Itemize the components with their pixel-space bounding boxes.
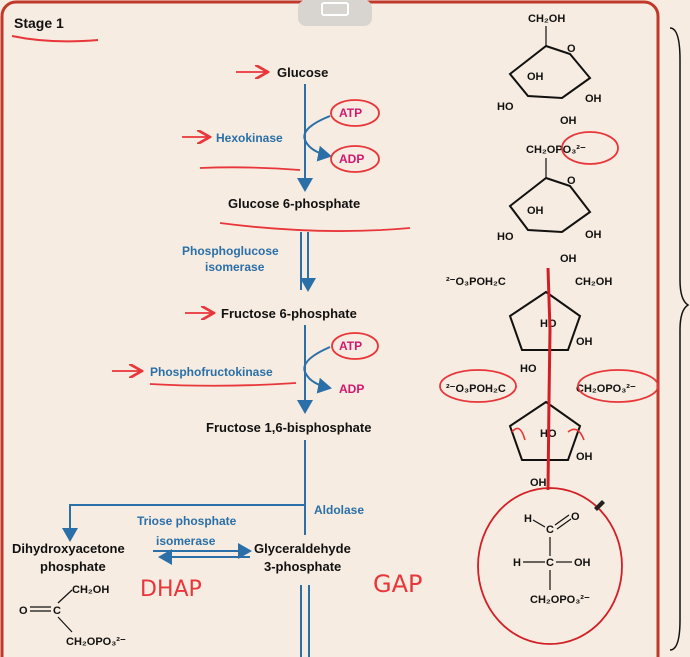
pen-cursor-icon <box>594 500 605 511</box>
g6p-oh-2: OH <box>585 229 602 241</box>
circle-atp-1 <box>330 99 380 127</box>
enzyme-tpi-2: isomerase <box>156 534 216 548</box>
label-fructose-6p: Fructose 6-phosphate <box>221 306 357 321</box>
dhap-bond-down <box>57 616 73 633</box>
g6p-oh-1: OH <box>527 205 544 217</box>
enzyme-aldolase: Aldolase <box>314 503 364 517</box>
label-dhap-2: phosphate <box>40 559 106 574</box>
enzyme-pfk: Phosphofructokinase <box>150 365 273 379</box>
circle-atp-2 <box>331 332 379 360</box>
circle-gap-structure <box>477 487 623 645</box>
cofactor-atp-1: ATP <box>339 106 362 120</box>
enzyme-pgi-2: isomerase <box>205 260 265 274</box>
gap-h-2: H <box>513 557 521 569</box>
f16bp-o3poh2c: ²⁻O₃POH₂C <box>446 383 506 395</box>
label-gap-1: Glyceraldehyde <box>254 541 351 556</box>
stage-label: Stage 1 <box>14 15 64 31</box>
circle-f16bp-right <box>577 369 659 403</box>
g6p-ho: HO <box>497 231 514 243</box>
f6p-ring <box>508 290 582 351</box>
underline-g6p <box>219 222 411 232</box>
gap-h: H <box>524 513 532 525</box>
enzyme-pgi-1: Phosphoglucose <box>182 244 279 258</box>
cofactor-adp-1: ADP <box>339 152 364 166</box>
g6p-ring-o: O <box>567 175 576 187</box>
cofactor-adp-2: ADP <box>339 382 364 396</box>
glc-oh-2: OH <box>585 93 602 105</box>
f6p-ch2oh: CH₂OH <box>575 276 612 288</box>
circle-g6p-phosphate <box>561 131 619 165</box>
g6p-ch2opo3: CH₂OPO₃²⁻ <box>526 144 586 156</box>
label-glucose: Glucose <box>277 65 328 80</box>
gap-c-2: C <box>546 557 554 569</box>
glucose-ring <box>508 44 592 100</box>
dhap-ch2opo3: CH₂OPO₃²⁻ <box>66 636 126 648</box>
underline-hexokinase <box>199 166 301 171</box>
cofactor-atp-2: ATP <box>339 339 362 353</box>
glc-oh-3: OH <box>560 115 577 127</box>
f16bp-ch2opo3: CH₂OPO₃²⁻ <box>576 383 636 395</box>
gap-bond-o-2 <box>556 518 572 530</box>
cleavage-marks <box>511 427 585 441</box>
handwritten-gap: GAP <box>373 570 423 598</box>
f6p-oh: OH <box>576 336 593 348</box>
glc-ho: HO <box>497 101 514 113</box>
gap-ch2opo3: CH₂OPO₃²⁻ <box>530 594 590 606</box>
f6p-ho-2: HO <box>520 363 537 375</box>
glc-oh-1: OH <box>527 71 544 83</box>
label-gap-2: 3-phosphate <box>264 559 341 574</box>
gap-c-1: C <box>546 524 554 536</box>
gap-oh: OH <box>574 557 591 569</box>
underline-pfk <box>149 382 297 387</box>
g6p-oh-3: OH <box>560 253 577 265</box>
top-tab <box>298 0 372 26</box>
f16bp-oh-2: OH <box>530 477 547 489</box>
right-brace <box>669 27 690 651</box>
glc-ring-o: O <box>567 43 576 55</box>
dhap-ch2oh: CH₂OH <box>72 584 109 596</box>
atp-adp-curve-1 <box>303 115 332 162</box>
f16bp-ring <box>508 400 582 461</box>
f6p-o3poh2c: ²⁻O₃POH₂C <box>446 276 506 288</box>
dhap-o: O <box>19 605 28 617</box>
label-dhap-1: Dihydroxyacetone <box>12 541 125 556</box>
gap-bond-o-1 <box>554 514 570 526</box>
dhap-c: C <box>53 605 61 617</box>
f16bp-oh: OH <box>576 451 593 463</box>
cleavage-line <box>546 267 552 491</box>
atp-adp-curve-2 <box>303 346 332 394</box>
stage-underline <box>11 35 99 43</box>
dhap-bond-up <box>57 589 73 604</box>
enzyme-hexokinase: Hexokinase <box>216 131 283 145</box>
top-tab-icon <box>321 2 349 16</box>
aldolase-branch <box>62 504 305 542</box>
circle-adp-1 <box>330 145 380 173</box>
glc-ch2oh: CH₂OH <box>528 13 565 25</box>
gap-o: O <box>571 511 580 523</box>
handwritten-dhap: DHAP <box>140 577 202 602</box>
label-fructose-16bp: Fructose 1,6-bisphosphate <box>206 420 371 435</box>
g6p-ring <box>508 176 592 234</box>
gap-bond-h <box>532 519 546 528</box>
circle-f16bp-left <box>439 369 517 403</box>
label-glucose-6p: Glucose 6-phosphate <box>228 196 360 211</box>
enzyme-tpi-1: Triose phosphate <box>137 514 237 528</box>
